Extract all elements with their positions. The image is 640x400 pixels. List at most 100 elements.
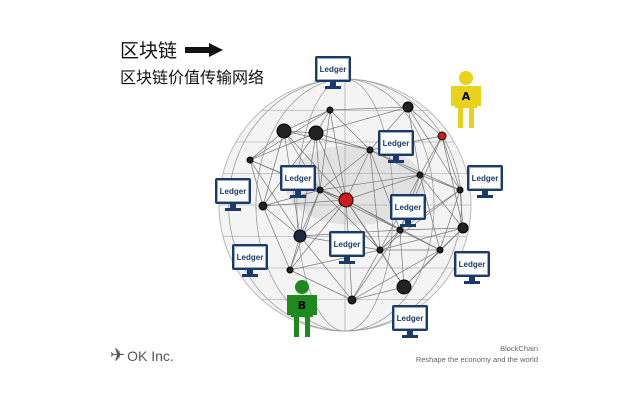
network-link	[262, 189, 321, 207]
person-b-icon: B	[287, 280, 317, 337]
ledger-monitor-icon: Ledger	[392, 305, 428, 339]
subtitle: 区块链价值传输网络	[120, 68, 265, 87]
network-link	[441, 135, 464, 229]
red-node	[437, 131, 447, 141]
network-link	[419, 174, 461, 191]
network-link	[319, 174, 421, 191]
ledger-monitor-icon: Ledger	[232, 244, 268, 278]
network-link	[289, 269, 353, 301]
network-link	[289, 189, 321, 271]
network-link	[345, 174, 421, 201]
ledger-monitor-icon: Ledger	[467, 165, 503, 199]
red-node	[338, 192, 354, 208]
network-link	[351, 249, 441, 301]
network-link	[419, 135, 443, 176]
tagline-line-2: Reshape the economy and the world	[415, 355, 538, 364]
network-link	[299, 199, 347, 237]
network-link	[399, 229, 405, 288]
network-link	[441, 135, 461, 191]
network-link	[315, 132, 371, 151]
ledger-label: Ledger	[329, 231, 365, 257]
ledger-monitor-icon: Ledger	[215, 178, 251, 212]
network-link	[407, 106, 443, 137]
network-link	[315, 132, 321, 191]
network-link	[345, 149, 371, 201]
ok-inc-logo: ✈ OK Inc.	[110, 345, 174, 366]
network-link	[329, 109, 371, 151]
network-node	[308, 125, 324, 141]
network-link	[379, 229, 401, 251]
ledger-monitor-icon: Ledger	[454, 251, 490, 285]
network-link	[399, 227, 464, 231]
network-node	[347, 295, 357, 305]
network-node	[326, 106, 334, 114]
network-link	[369, 106, 409, 151]
ledger-label: Ledger	[378, 130, 414, 156]
network-link	[319, 109, 331, 191]
network-link	[299, 189, 321, 237]
network-link	[351, 286, 405, 301]
network-node	[456, 186, 464, 194]
network-node	[376, 246, 384, 254]
logo-text: OK Inc.	[127, 347, 174, 364]
ledger-monitor-icon: Ledger	[378, 130, 414, 164]
network-link	[249, 159, 264, 207]
network-node	[276, 123, 292, 139]
network-link	[262, 130, 285, 207]
network-link	[459, 189, 464, 229]
network-link	[249, 132, 317, 161]
network-link	[379, 189, 461, 251]
network-link	[249, 159, 301, 237]
network-link	[351, 229, 401, 301]
ledger-label: Ledger	[392, 305, 428, 331]
title: 区块链	[120, 36, 224, 63]
arrow-right-icon	[185, 42, 224, 57]
network-link	[345, 199, 381, 251]
person-label: A	[462, 90, 471, 103]
network-node	[366, 146, 374, 154]
network-link	[439, 189, 461, 251]
network-link	[315, 132, 347, 201]
network-link	[329, 109, 347, 201]
network-link	[369, 149, 461, 191]
ledger-label: Ledger	[390, 194, 426, 220]
network-node	[402, 101, 414, 113]
network-node	[457, 222, 469, 234]
ledger-label: Ledger	[467, 165, 503, 191]
person-a-icon: A	[451, 71, 481, 128]
network-link	[329, 106, 409, 111]
network-link	[319, 149, 371, 191]
ledger-monitor-icon: Ledger	[315, 56, 351, 90]
network-node	[436, 246, 444, 254]
network-node	[316, 186, 324, 194]
bird-icon: ✈	[110, 345, 126, 365]
network-link	[283, 109, 331, 132]
tagline-line-1: BlockChain	[500, 344, 538, 353]
ledger-monitor-icon: Ledger	[280, 165, 316, 199]
network-link	[299, 235, 353, 301]
network-node	[396, 279, 412, 295]
network-link	[289, 249, 381, 271]
network-node	[258, 201, 268, 211]
network-link	[379, 227, 464, 251]
network-link	[345, 199, 401, 231]
network-node	[416, 171, 424, 179]
network-link	[319, 189, 401, 231]
person-label: B	[298, 299, 306, 312]
network-link	[283, 130, 371, 151]
ledger-monitor-icon: Ledger	[329, 231, 365, 265]
title-text: 区块链	[120, 40, 178, 62]
network-link	[319, 189, 381, 251]
tagline: BlockChain Reshape the economy and the w…	[416, 343, 538, 365]
network-link	[262, 205, 301, 237]
network-link	[407, 106, 421, 176]
network-link	[407, 106, 461, 191]
network-node	[246, 156, 254, 164]
ledger-label: Ledger	[315, 56, 351, 82]
ledger-label: Ledger	[280, 165, 316, 191]
network-link	[262, 199, 347, 207]
network-node	[293, 229, 307, 243]
ledger-label: Ledger	[454, 251, 490, 277]
network-link	[399, 229, 441, 251]
